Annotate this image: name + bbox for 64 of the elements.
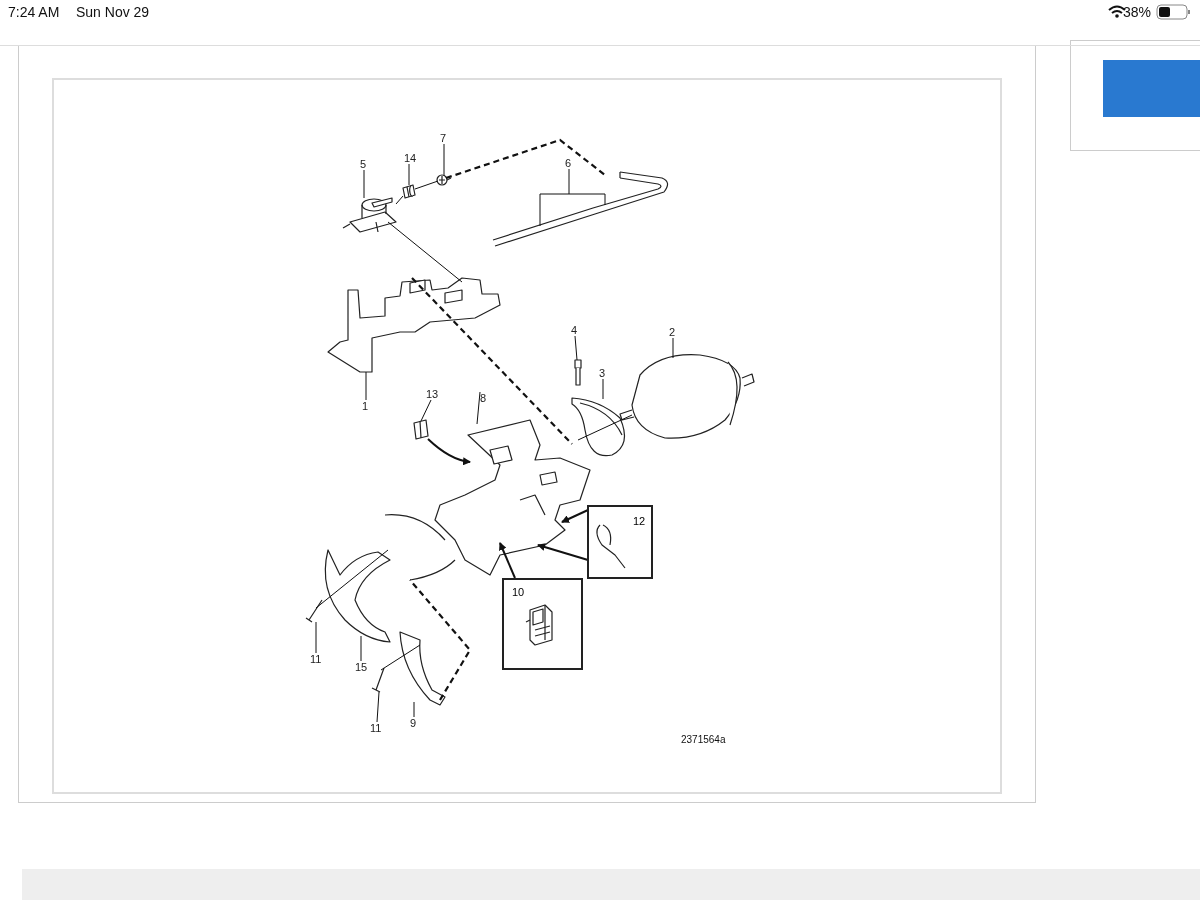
arrow: [427, 438, 471, 465]
arrow: [537, 543, 589, 561]
status-date: Sun Nov 29: [76, 4, 150, 20]
callout-number: 14: [404, 152, 417, 164]
leader-line: [443, 143, 445, 177]
cover-drawing: [324, 549, 391, 643]
leader-line: [539, 168, 606, 227]
cable-tie-drawing: [596, 524, 626, 569]
callout-number: 6: [565, 157, 572, 169]
leader-line: [380, 644, 421, 671]
hose-drawing: [402, 184, 416, 199]
callout-number: 3: [599, 367, 606, 379]
leader-line: [445, 138, 606, 180]
cover-drawing: [399, 631, 446, 706]
leader-line: [376, 691, 380, 723]
detail-inset: [587, 505, 653, 579]
bolt-drawing: [574, 359, 582, 386]
leader-line: [420, 399, 432, 422]
leader-line: [360, 635, 362, 662]
callout-number: 4: [571, 324, 578, 336]
leader-line: [409, 579, 472, 701]
leader-line: [387, 221, 463, 283]
callout-number: 1: [362, 400, 369, 412]
callout-number: 13: [426, 388, 439, 400]
callout-number: 2: [669, 326, 676, 338]
leader-line: [315, 621, 317, 654]
leader-line: [395, 195, 404, 205]
part-number: 2371564a: [681, 734, 726, 745]
leader-line: [365, 371, 367, 401]
callout-number: 7: [440, 132, 447, 144]
callout-number: 9: [410, 717, 417, 729]
callout-number: 15: [355, 661, 368, 673]
valve-drawing: [342, 197, 397, 233]
detail-inset: [502, 578, 583, 670]
clamp-drawing: [571, 397, 626, 457]
clip-drawing: [525, 604, 553, 646]
screw-drawing: [305, 599, 323, 623]
bracket-drawing: [327, 277, 501, 373]
leader-line: [574, 335, 578, 361]
fuel-filter-drawing: [619, 354, 755, 439]
leader-line: [602, 378, 604, 400]
arrow: [499, 542, 516, 579]
callout-number: 11: [370, 722, 382, 734]
battery-percent: 38%: [1123, 4, 1152, 20]
callout-number: 10: [512, 586, 525, 598]
arrow: [561, 509, 589, 523]
status-time: 7:24 AM: [8, 4, 60, 20]
leader-line: [414, 180, 439, 190]
callout-number: 11: [310, 653, 322, 665]
callout-number: 5: [360, 158, 367, 170]
leader-line: [411, 277, 573, 445]
callout-number: 8: [480, 392, 487, 404]
pipe-drawing: [492, 171, 669, 247]
leader-line: [476, 391, 481, 425]
leader-line: [672, 337, 674, 359]
clip-drawing: [413, 419, 429, 440]
mounting-bracket-drawing: [384, 419, 591, 581]
leader-line: [315, 549, 389, 609]
screw-drawing: [371, 667, 385, 693]
hose-clamp-drawing: [436, 174, 452, 186]
leader-line: [413, 701, 415, 718]
leader-line: [363, 169, 365, 199]
callout-number: 12: [633, 515, 646, 527]
leader-line: [408, 163, 410, 186]
